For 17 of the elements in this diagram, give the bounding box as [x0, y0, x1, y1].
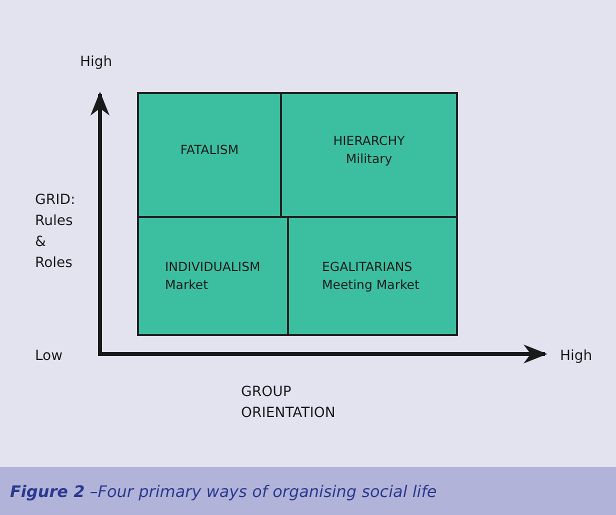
- quadrant-box: [280, 92, 458, 218]
- axis-title: GRID: Rules & Roles: [35, 191, 76, 273]
- quadrant-example: Meeting Market: [322, 276, 420, 294]
- quadrant-title: HIERARCHY: [332, 132, 406, 150]
- axis-end-label: High: [560, 347, 594, 366]
- axis-end-label: Low: [35, 347, 64, 366]
- quadrant-title: FATALISM: [179, 141, 240, 159]
- quadrant-example: Military: [344, 150, 394, 168]
- quadrant-title: EGALITARIANS: [322, 258, 414, 276]
- axis-end-label: High: [80, 53, 114, 72]
- axis-title: GROUP ORIENTATION: [241, 383, 336, 423]
- quadrant-box: [137, 216, 289, 336]
- quadrant-example: Market: [165, 276, 209, 294]
- quadrant-box: [137, 92, 282, 218]
- figure-caption: Figure 2 –Four primary ways of organising social life: [10, 482, 437, 501]
- quadrant-title: INDIVIDUALISM: [165, 258, 262, 276]
- quadrant-box: [287, 216, 458, 336]
